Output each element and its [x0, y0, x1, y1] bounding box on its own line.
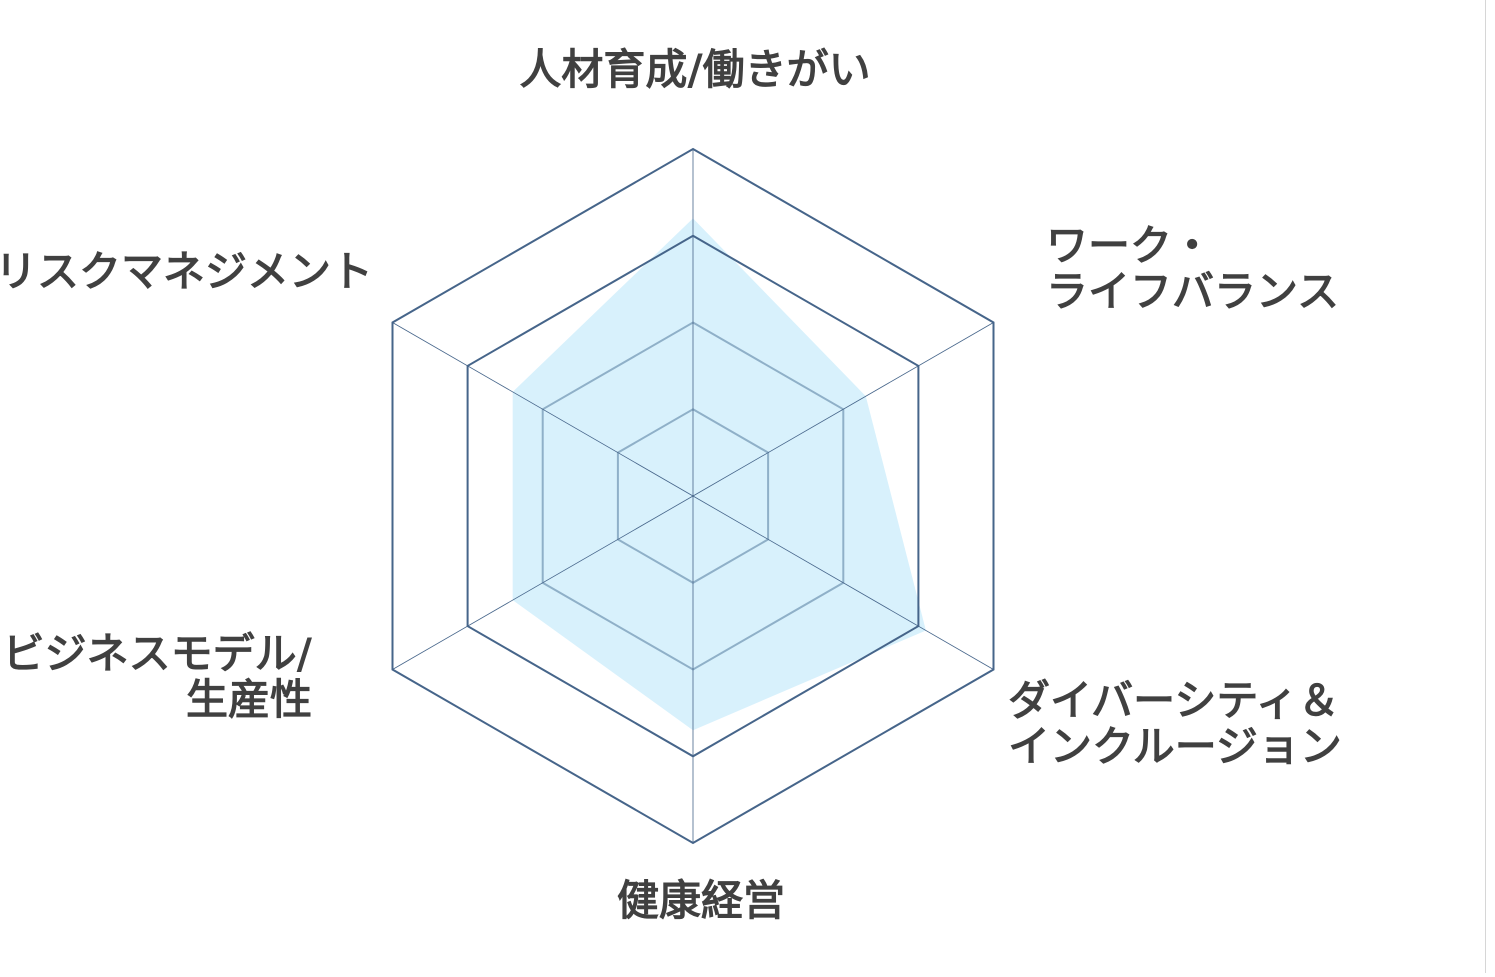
axis-label-5: リスクマネジメント	[0, 247, 373, 296]
axis-label-4-line-1: 生産性	[186, 675, 312, 724]
axis-label-4: ビジネスモデル/生産性	[3, 629, 313, 724]
axis-label-2-line-0: ダイバーシティ＆	[1008, 676, 1340, 725]
axis-label-1-line-0: ワーク・	[1046, 221, 1213, 270]
axis-label-5-line-0: リスクマネジメント	[0, 247, 373, 296]
axis-label-3: 健康経営	[617, 876, 785, 925]
axis-label-0: 人材育成/働きがい	[519, 45, 870, 94]
axis-label-1-line-1: ライフバランス	[1046, 267, 1339, 316]
axis-label-2-line-1: インクルージョン	[1008, 722, 1342, 771]
axis-label-0-line-0: 人材育成/働きがい	[519, 45, 870, 94]
axis-label-3-line-0: 健康経営	[617, 876, 785, 925]
axis-label-4-line-0: ビジネスモデル/	[3, 629, 313, 678]
axis-label-2: ダイバーシティ＆インクルージョン	[1008, 676, 1342, 771]
right-frame-border	[1485, 0, 1495, 973]
axis-label-1: ワーク・ライフバランス	[1046, 221, 1339, 316]
